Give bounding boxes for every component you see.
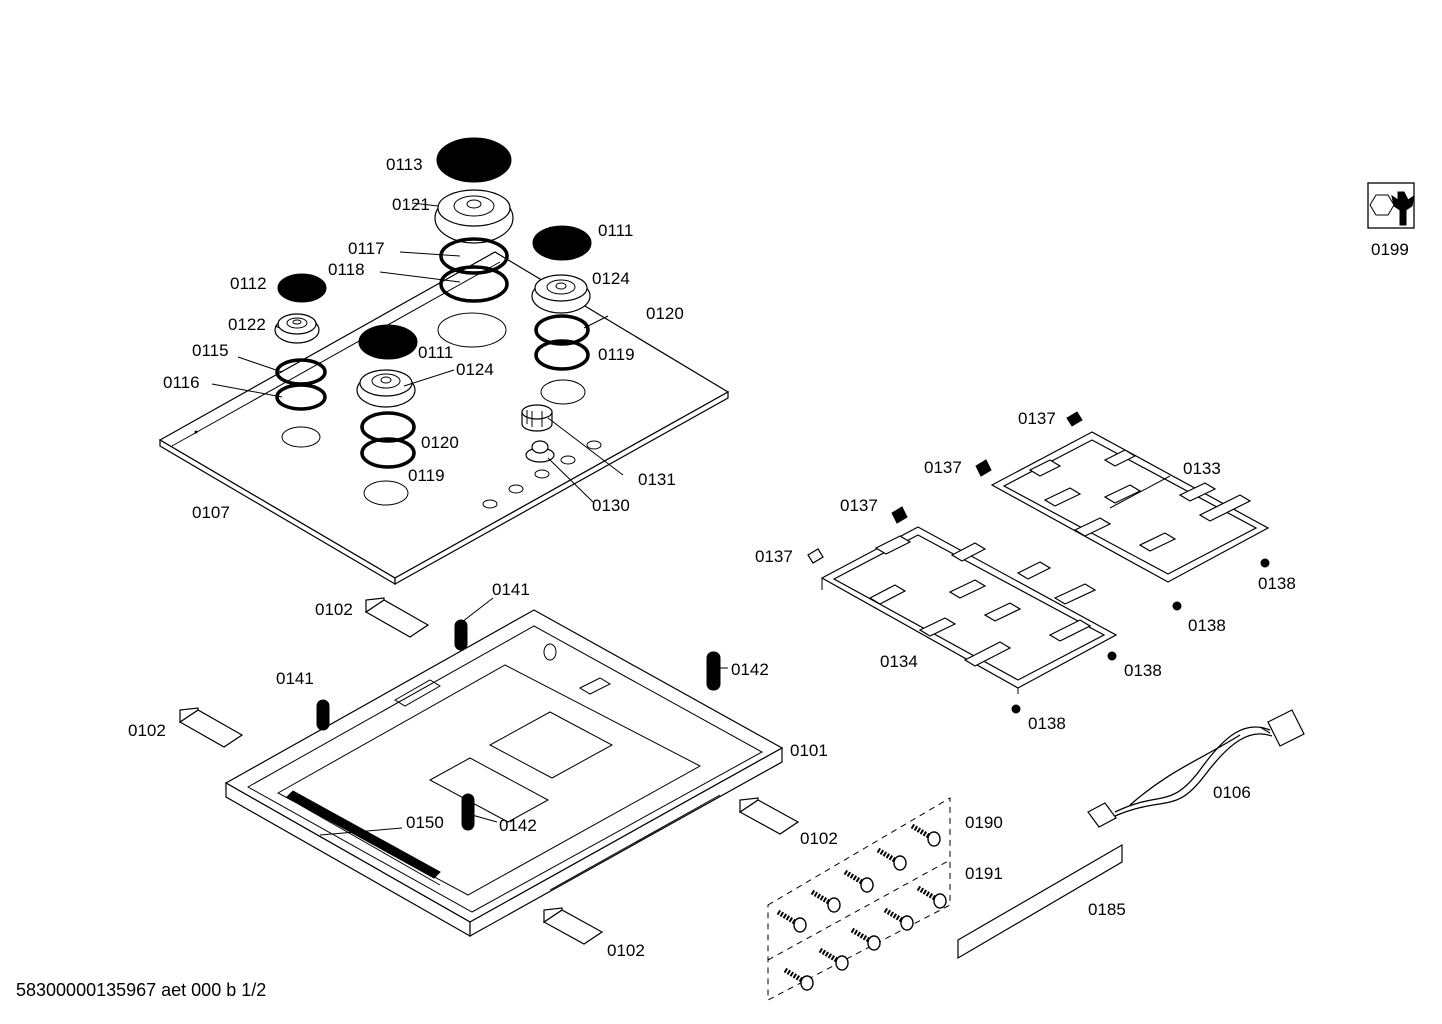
label-0119-right: 0119 bbox=[598, 345, 635, 364]
ignition-part bbox=[525, 440, 555, 463]
base-tray bbox=[224, 609, 784, 938]
screw bbox=[910, 823, 941, 847]
label-0124-center: 0124 bbox=[456, 360, 494, 379]
label-0130: 0130 bbox=[592, 496, 630, 515]
label-0138-d: 0138 bbox=[1028, 714, 1066, 733]
label-0102-bottom: 0102 bbox=[607, 941, 645, 960]
leader-lines-top bbox=[211, 202, 624, 503]
label-0141-left: 0141 bbox=[276, 669, 314, 688]
label-0106: 0106 bbox=[1213, 783, 1251, 802]
grate-feet bbox=[1011, 558, 1270, 714]
screw bbox=[818, 947, 849, 971]
label-0102-left: 0102 bbox=[128, 721, 166, 740]
screw-set bbox=[767, 797, 951, 1001]
burner-cap-large bbox=[436, 137, 512, 183]
label-0117: 0117 bbox=[348, 239, 385, 258]
service-tool-icon bbox=[1367, 182, 1415, 229]
label-0138-a: 0138 bbox=[1258, 574, 1296, 593]
mounting-brackets bbox=[178, 597, 800, 945]
sealing-rings bbox=[275, 237, 590, 469]
label-0138-c: 0138 bbox=[1124, 661, 1162, 680]
label-0111-right: 0111 bbox=[598, 221, 633, 240]
burner-cap-small bbox=[277, 273, 327, 303]
label-0115: 0115 bbox=[192, 341, 229, 360]
pan-support-rear bbox=[990, 431, 1270, 583]
screws bbox=[776, 823, 947, 991]
label-0102-top: 0102 bbox=[315, 600, 353, 619]
label-0112: 0112 bbox=[230, 274, 267, 293]
label-0191: 0191 bbox=[965, 864, 1003, 883]
label-0150: 0150 bbox=[406, 813, 444, 832]
burner-heads bbox=[274, 189, 591, 408]
screw bbox=[883, 907, 914, 931]
label-0120-center: 0120 bbox=[421, 433, 459, 452]
label-0142-right: 0142 bbox=[731, 660, 769, 679]
label-0118: 0118 bbox=[328, 260, 365, 279]
label-0133: 0133 bbox=[1183, 459, 1221, 478]
label-0137-a: 0137 bbox=[1018, 409, 1056, 428]
label-0122: 0122 bbox=[228, 315, 266, 334]
label-0137-c: 0137 bbox=[840, 496, 878, 515]
screw bbox=[876, 847, 907, 871]
label-0102-right: 0102 bbox=[800, 829, 838, 848]
burner-cap-center bbox=[358, 324, 418, 360]
label-0111-center: 0111 bbox=[418, 343, 453, 362]
label-0199: 0199 bbox=[1371, 240, 1409, 259]
cover-strip bbox=[957, 843, 1123, 960]
label-0137-d: 0137 bbox=[755, 547, 793, 566]
burner-caps bbox=[277, 137, 592, 360]
screw bbox=[850, 927, 881, 951]
label-0116: 0116 bbox=[163, 373, 200, 392]
part-labels: 0113 0121 0111 0117 0118 0124 0112 0120 … bbox=[128, 155, 1409, 960]
label-0137-b: 0137 bbox=[924, 458, 962, 477]
label-0107: 0107 bbox=[192, 503, 230, 522]
screw bbox=[783, 967, 814, 991]
seal-strip bbox=[286, 790, 441, 879]
label-0185: 0185 bbox=[1088, 900, 1126, 919]
screw bbox=[843, 869, 874, 893]
control-knob bbox=[521, 404, 553, 432]
label-0134: 0134 bbox=[880, 652, 918, 671]
document-number: 58300000135967 aet 000 b 1/2 bbox=[16, 980, 267, 1000]
label-0190: 0190 bbox=[965, 813, 1003, 832]
pan-support-front bbox=[820, 526, 1118, 694]
screw bbox=[810, 889, 841, 913]
label-0124-right: 0124 bbox=[592, 269, 630, 288]
label-0120-right: 0120 bbox=[646, 304, 684, 323]
label-0131: 0131 bbox=[638, 470, 676, 489]
label-0138-b: 0138 bbox=[1188, 616, 1226, 635]
label-0142-center: 0142 bbox=[499, 816, 537, 835]
rubber-feet bbox=[316, 619, 721, 831]
label-0119-center: 0119 bbox=[408, 466, 445, 485]
grate-clips bbox=[807, 411, 1083, 564]
label-0101: 0101 bbox=[790, 741, 828, 760]
screw bbox=[776, 909, 807, 933]
screw bbox=[916, 885, 947, 909]
power-cable bbox=[1087, 709, 1305, 828]
hob-top-plate bbox=[158, 251, 730, 586]
burner-cap-right bbox=[532, 225, 592, 261]
label-0113: 0113 bbox=[386, 155, 423, 174]
label-0121: 0121 bbox=[392, 195, 430, 214]
leader-lines-bottom bbox=[319, 597, 728, 836]
label-0141-top: 0141 bbox=[492, 580, 530, 599]
